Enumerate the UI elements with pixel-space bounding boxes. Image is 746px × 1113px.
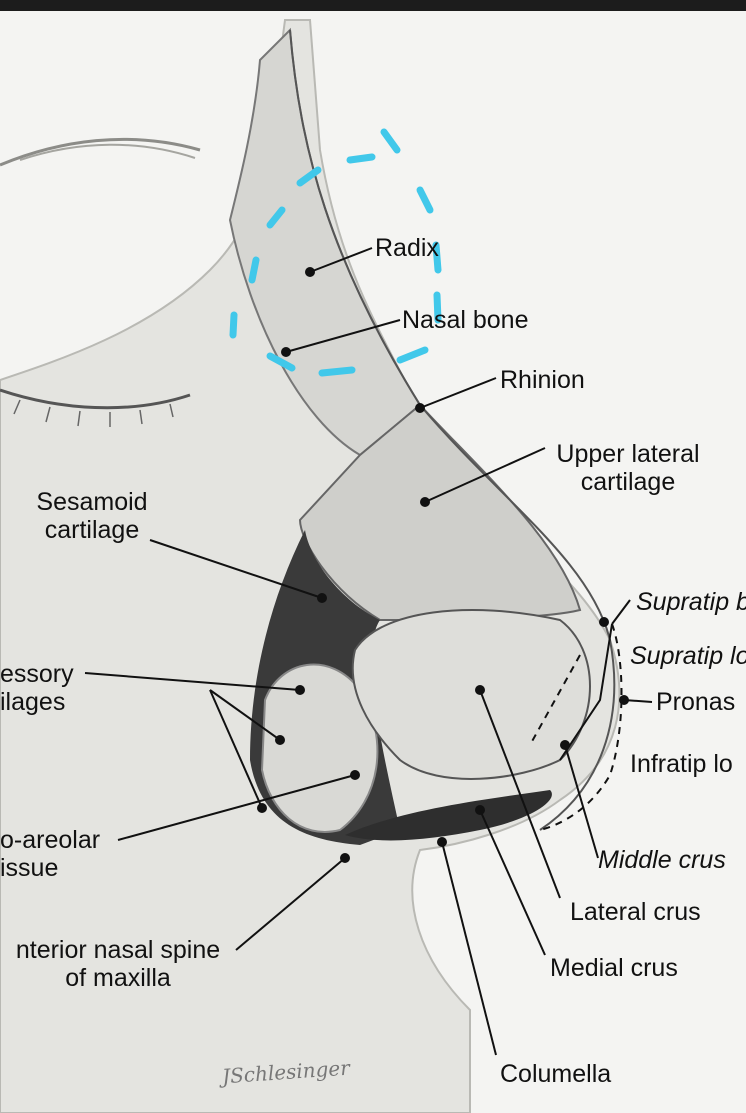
nostril — [345, 790, 552, 841]
lateral-crus-cartilage — [351, 609, 591, 780]
label-middle-crus: Middle crus — [598, 846, 726, 874]
label-infratip-lobule: Infratip lo — [630, 750, 733, 778]
label-pronasale: Pronas — [656, 688, 736, 716]
closed-eye — [0, 388, 191, 410]
label-lateral-crus: Lateral crus — [570, 898, 701, 926]
label-columella: Columella — [500, 1060, 612, 1088]
label-anterior-nasal-spine: nterior nasal spine of maxilla — [15, 936, 221, 992]
label-nasal-bone: Nasal bone — [402, 306, 529, 334]
supratip-dashed-line — [529, 623, 623, 831]
leader-lines — [84, 247, 653, 1056]
label-fibro-areolar-tissue: o-areolar issue — [0, 826, 101, 882]
label-radix: Radix — [375, 234, 439, 262]
label-supratip-lobule: Supratip lo — [630, 642, 746, 670]
eyebrow — [0, 137, 201, 167]
label-supratip-break: Supratip br — [636, 588, 746, 616]
label-upper-lateral-cartilage: Upper lateral cartilage — [556, 440, 700, 496]
label-rhinion: Rhinion — [500, 366, 585, 394]
label-medial-crus: Medial crus — [550, 954, 678, 982]
label-accessory-cartilages: essory ilages — [0, 660, 74, 716]
dorsum-skin-line — [289, 29, 616, 831]
fibro-areolar-tissue — [260, 663, 379, 833]
highlight-dashes — [229, 128, 442, 377]
label-sesamoid-cartilage: Sesamoid cartilage — [36, 488, 148, 544]
leader-dots — [257, 267, 629, 863]
top-bar — [0, 0, 746, 11]
